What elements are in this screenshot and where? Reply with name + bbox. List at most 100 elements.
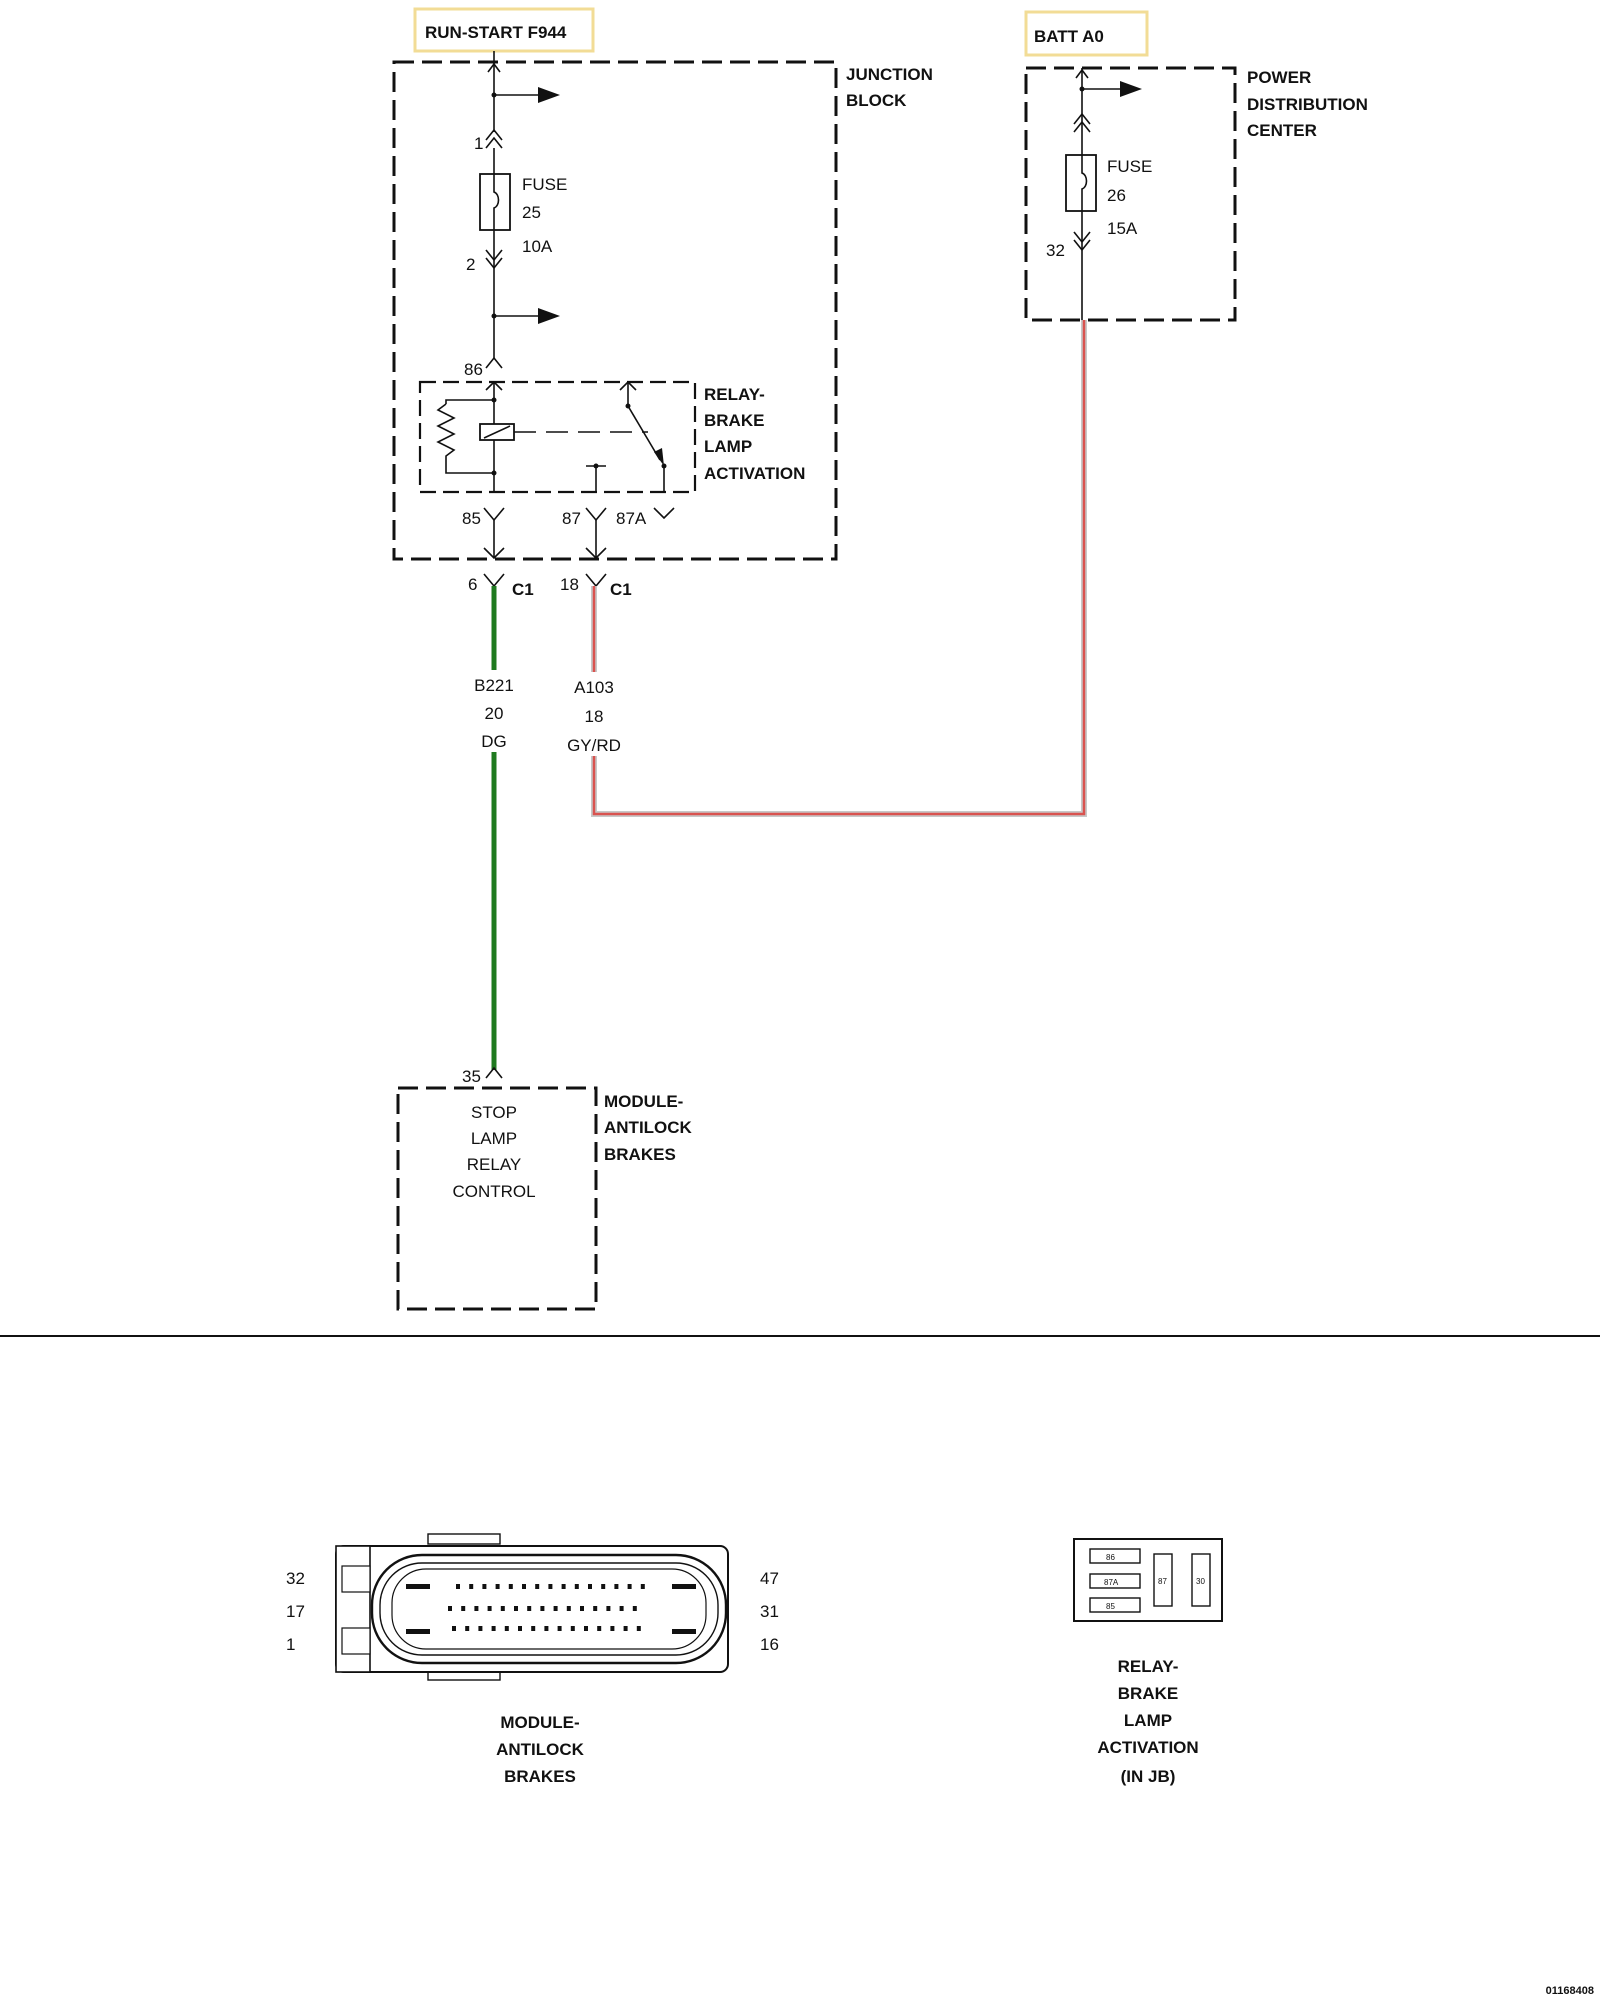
figure-id: 01168408 bbox=[1546, 1985, 1594, 1997]
relay-slot-87a: 87A bbox=[1104, 1578, 1119, 1587]
connector-pin bbox=[606, 1606, 611, 1611]
pdc-circuit bbox=[1073, 68, 1142, 155]
pdc-output bbox=[1073, 211, 1091, 320]
abs-title-3: BRAKES bbox=[604, 1145, 676, 1164]
c1-right-name: C1 bbox=[610, 580, 632, 599]
relay-slot-86: 86 bbox=[1106, 1553, 1115, 1562]
relay-slot-87: 87 bbox=[1158, 1577, 1167, 1586]
abs-connector-face-icon bbox=[335, 1533, 729, 1681]
relay-conn-caption-2: BRAKE bbox=[1118, 1684, 1178, 1703]
connector-pin bbox=[557, 1626, 562, 1631]
abs-conn-left-pin-bottom: 1 bbox=[286, 1635, 295, 1654]
pdc-title-1: POWER bbox=[1247, 68, 1311, 87]
abs-title-2: ANTILOCK bbox=[604, 1118, 693, 1137]
relay-slot-30: 30 bbox=[1196, 1577, 1205, 1586]
connector-pin bbox=[508, 1584, 513, 1589]
connector-pin bbox=[456, 1584, 460, 1589]
connector-pin bbox=[487, 1606, 492, 1611]
relay-pin-85: 85 bbox=[462, 509, 481, 528]
connector-pin bbox=[452, 1626, 456, 1631]
connector-pin bbox=[632, 1606, 637, 1611]
abs-inner-3: RELAY bbox=[467, 1155, 522, 1174]
pdc-outline bbox=[1024, 66, 1237, 322]
junction-block-title-2: BLOCK bbox=[846, 91, 907, 110]
relay-pin-86: 86 bbox=[464, 360, 483, 379]
run-start-tag: RUN-START F944 bbox=[413, 7, 595, 53]
connector-pin bbox=[518, 1626, 522, 1631]
red-wire-label-bg bbox=[556, 672, 636, 756]
run-start-tag-label: RUN-START F944 bbox=[425, 23, 567, 42]
relay-socket-icon bbox=[1073, 1538, 1223, 1622]
abs-conn-caption-3: BRAKES bbox=[504, 1767, 576, 1786]
connector-pin bbox=[461, 1606, 466, 1611]
pdc-title-2: DISTRIBUTION bbox=[1247, 95, 1368, 114]
jb-feed-circuit bbox=[485, 51, 560, 174]
connector-pin bbox=[623, 1626, 628, 1631]
green-wire-gauge: 20 bbox=[485, 704, 504, 723]
connector-pin bbox=[574, 1584, 579, 1589]
c1-connectors bbox=[483, 573, 607, 588]
abs-conn-right-pin-mid: 31 bbox=[760, 1602, 779, 1621]
connector-pin bbox=[548, 1584, 553, 1589]
abs-conn-caption-2: ANTILOCK bbox=[496, 1740, 585, 1759]
branch-arrow-icon bbox=[538, 87, 560, 103]
relay-pins bbox=[483, 507, 675, 560]
abs-conn-left-pin-top: 32 bbox=[286, 1569, 305, 1588]
connector-pin bbox=[566, 1606, 571, 1611]
connector-pin bbox=[531, 1626, 536, 1631]
relay-pin-87a: 87A bbox=[616, 509, 647, 528]
fuse-25-rating: 10A bbox=[522, 237, 553, 256]
fuse-25-number: 25 bbox=[522, 203, 541, 222]
abs-title-1: MODULE- bbox=[604, 1092, 683, 1111]
connector-pin bbox=[469, 1584, 474, 1589]
connector-pin bbox=[588, 1584, 592, 1589]
abs-pin-35: 35 bbox=[462, 1067, 481, 1086]
abs-inner-2: LAMP bbox=[471, 1129, 517, 1148]
connector-pin bbox=[495, 1584, 500, 1589]
green-wire-color: DG bbox=[481, 732, 507, 751]
connector-pin bbox=[597, 1626, 602, 1631]
connector-pin bbox=[482, 1584, 487, 1589]
relay-coil-icon bbox=[436, 380, 515, 492]
relay-switch-icon bbox=[586, 380, 667, 492]
relay-conn-caption-1: RELAY- bbox=[1118, 1657, 1179, 1676]
jb-fuse-output bbox=[485, 230, 560, 369]
fuse-26-rating: 15A bbox=[1107, 219, 1138, 238]
branch-arrow-icon bbox=[1120, 81, 1142, 97]
connector-pin bbox=[593, 1606, 598, 1611]
connector-pin bbox=[527, 1606, 532, 1611]
connector-pin bbox=[614, 1584, 619, 1589]
fuse-25-label: FUSE bbox=[522, 175, 567, 194]
relay-conn-caption-3: LAMP bbox=[1124, 1711, 1172, 1730]
connector-pin bbox=[474, 1606, 479, 1611]
connector-pin bbox=[465, 1626, 470, 1631]
connector-pin bbox=[636, 1626, 641, 1631]
relay-title-3: LAMP bbox=[704, 437, 752, 456]
connector-pin bbox=[627, 1584, 632, 1589]
fuse-26-label: FUSE bbox=[1107, 157, 1152, 176]
connector-pin bbox=[584, 1626, 588, 1631]
relay-title-2: BRAKE bbox=[704, 411, 764, 430]
relay-title-4: ACTIVATION bbox=[704, 464, 805, 483]
green-wire-label-bg bbox=[458, 670, 530, 752]
connector-pin bbox=[640, 1584, 645, 1589]
connector-pin bbox=[601, 1584, 606, 1589]
c1-right-pin: 18 bbox=[560, 575, 579, 594]
connector-pin bbox=[500, 1606, 505, 1611]
connector-pin bbox=[619, 1606, 624, 1611]
relay-conn-caption-5: (IN JB) bbox=[1121, 1767, 1176, 1786]
connector-pin bbox=[544, 1626, 549, 1631]
connector-pin bbox=[570, 1626, 575, 1631]
red-wire-gauge: 18 bbox=[585, 707, 604, 726]
relay-pin-87: 87 bbox=[562, 509, 581, 528]
connector-pin bbox=[522, 1584, 526, 1589]
connector-pin bbox=[448, 1606, 452, 1611]
connector-pin bbox=[553, 1606, 558, 1611]
c1-left-name: C1 bbox=[512, 580, 534, 599]
pdc-title-3: CENTER bbox=[1247, 121, 1317, 140]
batt-tag: BATT A0 bbox=[1024, 10, 1149, 57]
relay-outline bbox=[418, 380, 697, 494]
connector-pin bbox=[561, 1584, 566, 1589]
c1-left-pin: 6 bbox=[468, 575, 477, 594]
junction-block-title-1: JUNCTION bbox=[846, 65, 933, 84]
